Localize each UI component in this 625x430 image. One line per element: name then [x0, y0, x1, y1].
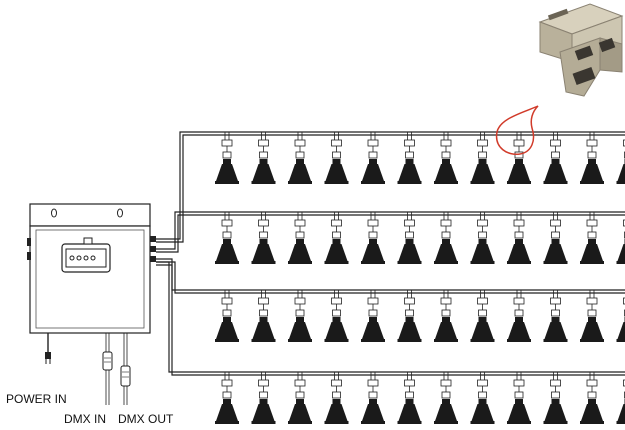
trunk-wire [156, 261, 625, 373]
lamp [543, 132, 568, 184]
lamp [470, 290, 495, 342]
lamp [580, 290, 604, 342]
lamp [324, 212, 349, 264]
lamp [580, 132, 604, 184]
dmx-out-cable [120, 333, 131, 405]
lamp [361, 132, 385, 184]
lamp [397, 132, 422, 184]
lamp [288, 372, 312, 424]
lamp [543, 290, 568, 342]
lamp [397, 290, 422, 342]
lamp [215, 132, 239, 184]
lamp [470, 132, 495, 184]
lamp [215, 290, 239, 342]
trunk-wire [156, 211, 625, 250]
lamp [434, 290, 458, 342]
lamp [543, 372, 568, 424]
lamp [288, 290, 312, 342]
lamp [507, 132, 531, 184]
lamp [616, 139, 625, 184]
label-dmx-out: DMX OUT [118, 412, 174, 426]
lamp [324, 132, 349, 184]
power-cable [45, 333, 51, 364]
output-connector-icon [150, 236, 156, 262]
lamp [507, 372, 531, 424]
lamp [251, 212, 276, 264]
trunk-wires [156, 131, 625, 376]
lamp [543, 212, 568, 264]
lamp [288, 212, 312, 264]
lamp [397, 372, 422, 424]
lamp-grid [215, 132, 625, 424]
rj45-splitter [538, 3, 624, 97]
trunk-wire [156, 134, 625, 243]
lamp [288, 132, 312, 184]
lamp [324, 372, 349, 424]
lamp [616, 297, 625, 342]
lamp [580, 372, 604, 424]
highlight-callout [495, 105, 539, 156]
lamp [361, 290, 385, 342]
display-panel [61, 237, 111, 273]
lamp [616, 379, 625, 424]
trunk-wire [156, 261, 625, 294]
lamp [580, 212, 604, 264]
lamp [434, 372, 458, 424]
lamp [507, 212, 531, 264]
lamp [251, 372, 276, 424]
trunk-wire [156, 264, 625, 376]
lamp [434, 212, 458, 264]
label-dmx-in: DMX IN [64, 412, 106, 426]
lamp [215, 372, 239, 424]
trunk-wire [156, 214, 625, 253]
lamp [470, 372, 495, 424]
trunk-wire [156, 131, 625, 240]
lamp [470, 212, 495, 264]
lamp [397, 212, 422, 264]
lamp [324, 290, 349, 342]
lamp [361, 372, 385, 424]
lamp [616, 219, 625, 264]
mount-hole-icon [51, 208, 123, 218]
lamp [251, 132, 276, 184]
label-power-in: POWER IN [6, 392, 67, 406]
lamp [215, 212, 239, 264]
lamp [434, 132, 458, 184]
controller-box [27, 203, 156, 334]
lamp [251, 290, 276, 342]
dmx-in-cable [102, 333, 113, 405]
lamp [507, 290, 531, 342]
lamp [361, 212, 385, 264]
